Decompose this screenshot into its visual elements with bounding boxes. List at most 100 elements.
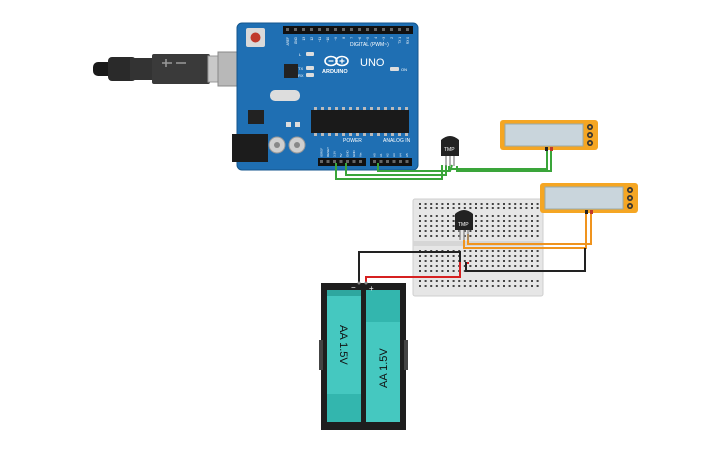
breadboard-hole[interactable] bbox=[447, 270, 449, 272]
breadboard-hole[interactable] bbox=[441, 207, 444, 209]
breadboard-hole[interactable] bbox=[536, 250, 539, 252]
digital-pin[interactable] bbox=[350, 28, 353, 31]
breadboard-hole[interactable] bbox=[424, 255, 427, 257]
breadboard-hole[interactable] bbox=[447, 207, 449, 209]
multimeter-bottom[interactable] bbox=[540, 183, 638, 214]
analog-pin[interactable] bbox=[399, 160, 402, 163]
breadboard-hole[interactable] bbox=[469, 250, 472, 252]
breadboard-hole[interactable] bbox=[508, 265, 511, 267]
breadboard-hole[interactable] bbox=[469, 255, 472, 257]
breadboard-hole[interactable] bbox=[503, 220, 505, 222]
power-pin[interactable] bbox=[326, 160, 330, 163]
breadboard-hole[interactable] bbox=[447, 280, 449, 282]
breadboard-hole[interactable] bbox=[497, 207, 500, 209]
breadboard-hole[interactable] bbox=[497, 265, 500, 267]
breadboard-hole[interactable] bbox=[447, 260, 449, 262]
breadboard-hole[interactable] bbox=[441, 270, 444, 272]
digital-pin[interactable] bbox=[358, 28, 361, 31]
breadboard-hole[interactable] bbox=[480, 203, 483, 205]
wire-red-battery[interactable] bbox=[365, 262, 461, 283]
breadboard-hole[interactable] bbox=[452, 270, 455, 272]
breadboard-hole[interactable] bbox=[475, 215, 477, 217]
breadboard-hole[interactable] bbox=[514, 230, 517, 232]
breadboard-hole[interactable] bbox=[419, 260, 421, 262]
digital-header[interactable] bbox=[283, 26, 413, 34]
breadboard-hole[interactable] bbox=[491, 215, 494, 217]
power-pin[interactable] bbox=[320, 160, 323, 163]
breadboard-hole[interactable] bbox=[514, 207, 517, 209]
breadboard-hole[interactable] bbox=[441, 235, 444, 237]
breadboard-hole[interactable] bbox=[536, 215, 539, 217]
breadboard-hole[interactable] bbox=[486, 265, 489, 267]
breadboard-hole[interactable] bbox=[486, 285, 489, 287]
analog-header[interactable] bbox=[370, 158, 412, 166]
breadboard-hole[interactable] bbox=[514, 215, 517, 217]
breadboard-hole[interactable] bbox=[424, 220, 427, 222]
breadboard-hole[interactable] bbox=[475, 265, 477, 267]
power-pin[interactable] bbox=[339, 160, 343, 163]
breadboard-hole[interactable] bbox=[531, 225, 533, 227]
breadboard-hole[interactable] bbox=[441, 230, 444, 232]
probe-pos[interactable] bbox=[590, 210, 593, 214]
breadboard-hole[interactable] bbox=[486, 250, 489, 252]
breadboard-hole[interactable] bbox=[419, 235, 421, 237]
breadboard-hole[interactable] bbox=[525, 255, 528, 257]
breadboard-hole[interactable] bbox=[475, 250, 477, 252]
breadboard-hole[interactable] bbox=[419, 285, 421, 287]
breadboard-hole[interactable] bbox=[480, 255, 483, 257]
breadboard-hole[interactable] bbox=[531, 260, 533, 262]
breadboard-hole[interactable] bbox=[419, 203, 421, 205]
breadboard-hole[interactable] bbox=[419, 207, 421, 209]
breadboard-hole[interactable] bbox=[469, 260, 472, 262]
breadboard-hole[interactable] bbox=[452, 220, 455, 222]
breadboard-hole[interactable] bbox=[463, 260, 466, 262]
breadboard-hole[interactable] bbox=[531, 220, 533, 222]
breadboard-hole[interactable] bbox=[430, 285, 433, 287]
breadboard-hole[interactable] bbox=[447, 265, 449, 267]
breadboard-hole[interactable] bbox=[497, 230, 500, 232]
breadboard-hole[interactable] bbox=[441, 260, 444, 262]
breadboard-hole[interactable] bbox=[519, 230, 522, 232]
breadboard-hole[interactable] bbox=[463, 203, 466, 205]
breadboard-hole[interactable] bbox=[475, 230, 477, 232]
breadboard-hole[interactable] bbox=[503, 230, 505, 232]
breadboard-hole[interactable] bbox=[435, 235, 438, 237]
breadboard-hole[interactable] bbox=[430, 203, 433, 205]
breadboard-hole[interactable] bbox=[536, 235, 539, 237]
breadboard-hole[interactable] bbox=[430, 230, 433, 232]
breadboard-hole[interactable] bbox=[447, 235, 449, 237]
wire-black-meter[interactable] bbox=[465, 248, 586, 272]
breadboard-hole[interactable] bbox=[486, 207, 489, 209]
breadboard-hole[interactable] bbox=[536, 225, 539, 227]
breadboard-hole[interactable] bbox=[447, 220, 449, 222]
breadboard-hole[interactable] bbox=[463, 280, 466, 282]
breadboard-hole[interactable] bbox=[480, 215, 483, 217]
breadboard-hole[interactable] bbox=[452, 260, 455, 262]
breadboard-hole[interactable] bbox=[463, 285, 466, 287]
breadboard-hole[interactable] bbox=[519, 203, 522, 205]
breadboard-hole[interactable] bbox=[475, 220, 477, 222]
breadboard-hole[interactable] bbox=[447, 225, 449, 227]
breadboard-hole[interactable] bbox=[424, 285, 427, 287]
breadboard-hole[interactable] bbox=[491, 260, 494, 262]
breadboard-hole[interactable] bbox=[435, 280, 438, 282]
breadboard-hole[interactable] bbox=[458, 280, 461, 282]
digital-pin[interactable] bbox=[398, 28, 401, 31]
digital-pin[interactable] bbox=[310, 28, 313, 31]
digital-pin[interactable] bbox=[406, 28, 409, 31]
breadboard-hole[interactable] bbox=[419, 280, 421, 282]
breadboard-hole[interactable] bbox=[503, 285, 505, 287]
breadboard-hole[interactable] bbox=[452, 255, 455, 257]
breadboard-hole[interactable] bbox=[458, 230, 461, 232]
breadboard-hole[interactable] bbox=[435, 207, 438, 209]
breadboard-hole[interactable] bbox=[519, 215, 522, 217]
analog-pin[interactable] bbox=[373, 160, 376, 163]
digital-pin[interactable] bbox=[366, 28, 369, 31]
breadboard-hole[interactable] bbox=[435, 225, 438, 227]
breadboard-hole[interactable] bbox=[514, 255, 517, 257]
analog-pin[interactable] bbox=[392, 160, 396, 163]
breadboard-hole[interactable] bbox=[480, 285, 483, 287]
probe-pos[interactable] bbox=[550, 147, 553, 151]
breadboard-hole[interactable] bbox=[452, 225, 455, 227]
